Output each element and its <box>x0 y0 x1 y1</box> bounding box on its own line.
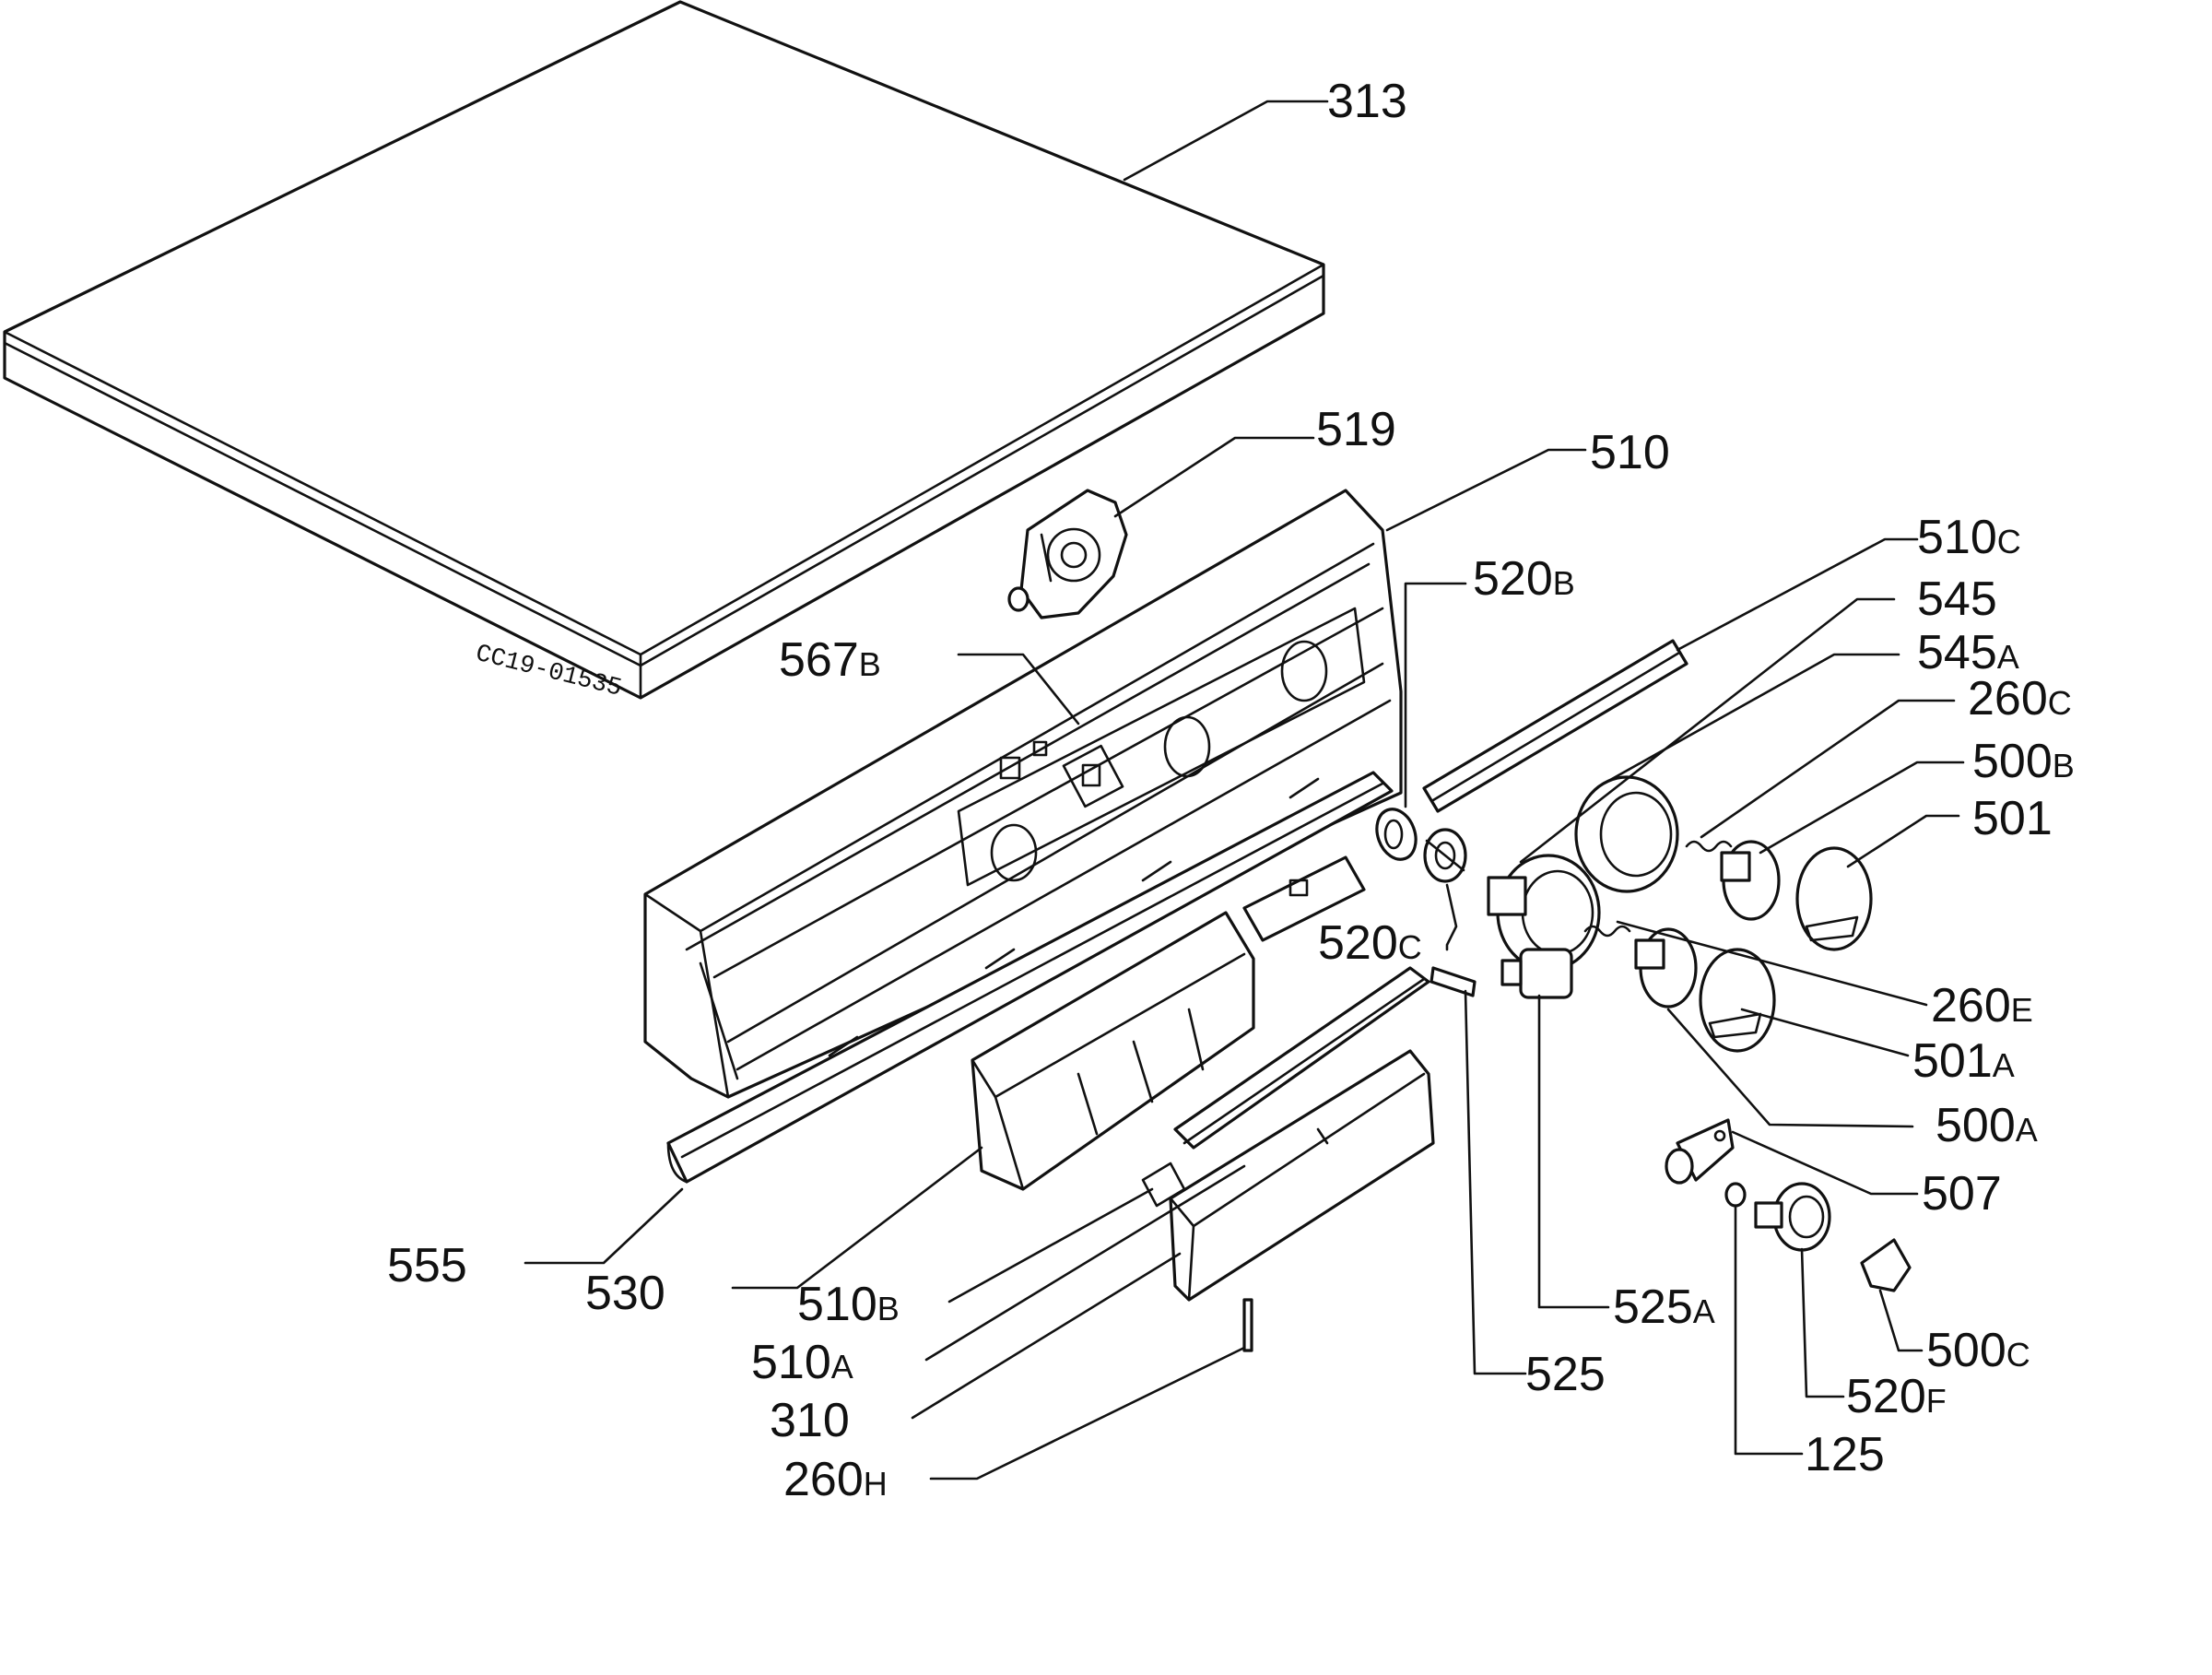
callout-125: 125 <box>1805 1428 1885 1481</box>
callout-520c: 520C <box>1318 916 1422 970</box>
part-519-timer <box>1007 489 1128 619</box>
callout-260c: 260C <box>1968 672 2072 725</box>
callout-519: 519 <box>1316 403 1396 456</box>
callout-555: 555 <box>387 1239 467 1292</box>
callout-525: 525 <box>1525 1348 1606 1401</box>
callout-501: 501 <box>1972 792 2053 845</box>
part-125-nut <box>1724 1182 1747 1208</box>
callout-507: 507 <box>1922 1167 2002 1221</box>
part-545a-bezel <box>1574 775 1679 893</box>
callout-545: 545 <box>1917 572 1997 626</box>
part-510b-strip <box>1173 966 1430 1150</box>
part-501-knob <box>1795 846 1873 951</box>
callout-525a: 525A <box>1613 1280 1715 1334</box>
part-260c-spring <box>1685 840 1733 853</box>
leader-lines <box>524 100 1965 1480</box>
part-500b-shaft <box>1720 840 1781 921</box>
part-525a-button <box>1500 948 1573 999</box>
callout-500b: 500B <box>1972 735 2075 788</box>
part-501a-knob <box>1699 948 1776 1053</box>
callout-260h: 260H <box>783 1453 888 1506</box>
part-520f-knob <box>1754 1182 1831 1252</box>
callout-510b: 510B <box>797 1278 900 1331</box>
callout-500a: 500A <box>1936 1099 2038 1152</box>
callout-520f: 520F <box>1846 1370 1947 1423</box>
callout-510c: 510C <box>1917 511 2021 564</box>
part-525-pin <box>1430 966 1477 997</box>
callout-520b: 520B <box>1473 552 1575 606</box>
part-500a-shaft <box>1634 927 1698 1009</box>
part-555-trim-strip <box>666 771 1394 1184</box>
part-500c-knob <box>1860 1238 1912 1292</box>
callout-501a: 501A <box>1912 1034 2015 1088</box>
callout-labels: 313 519 510 510C 520B 545 545A 260C 500B… <box>387 75 2075 1506</box>
callout-313: 313 <box>1327 75 1407 128</box>
callout-310: 310 <box>770 1394 850 1447</box>
callout-530: 530 <box>585 1267 665 1320</box>
part-260e-spring <box>1583 925 1631 938</box>
part-520b-sleeve <box>1375 808 1418 861</box>
part-510a-clip <box>1242 855 1366 942</box>
part-507-bracket <box>1665 1118 1735 1185</box>
part-260h-pin <box>1242 1298 1253 1352</box>
callout-545a: 545A <box>1917 626 2019 679</box>
part-310-door-strip <box>1169 1049 1435 1302</box>
callout-567b: 567B <box>779 633 881 687</box>
callout-510a: 510A <box>751 1336 853 1389</box>
part-510-control-panel <box>643 489 1403 1099</box>
part-530-drawer <box>971 911 1255 1208</box>
callout-260e: 260E <box>1931 979 2033 1032</box>
callout-510: 510 <box>1590 426 1670 479</box>
part-520c-gear <box>1423 828 1467 883</box>
part-313-top-cover <box>3 0 1325 700</box>
callout-500c: 500C <box>1926 1324 2030 1377</box>
part-510c-bar <box>1422 639 1688 813</box>
